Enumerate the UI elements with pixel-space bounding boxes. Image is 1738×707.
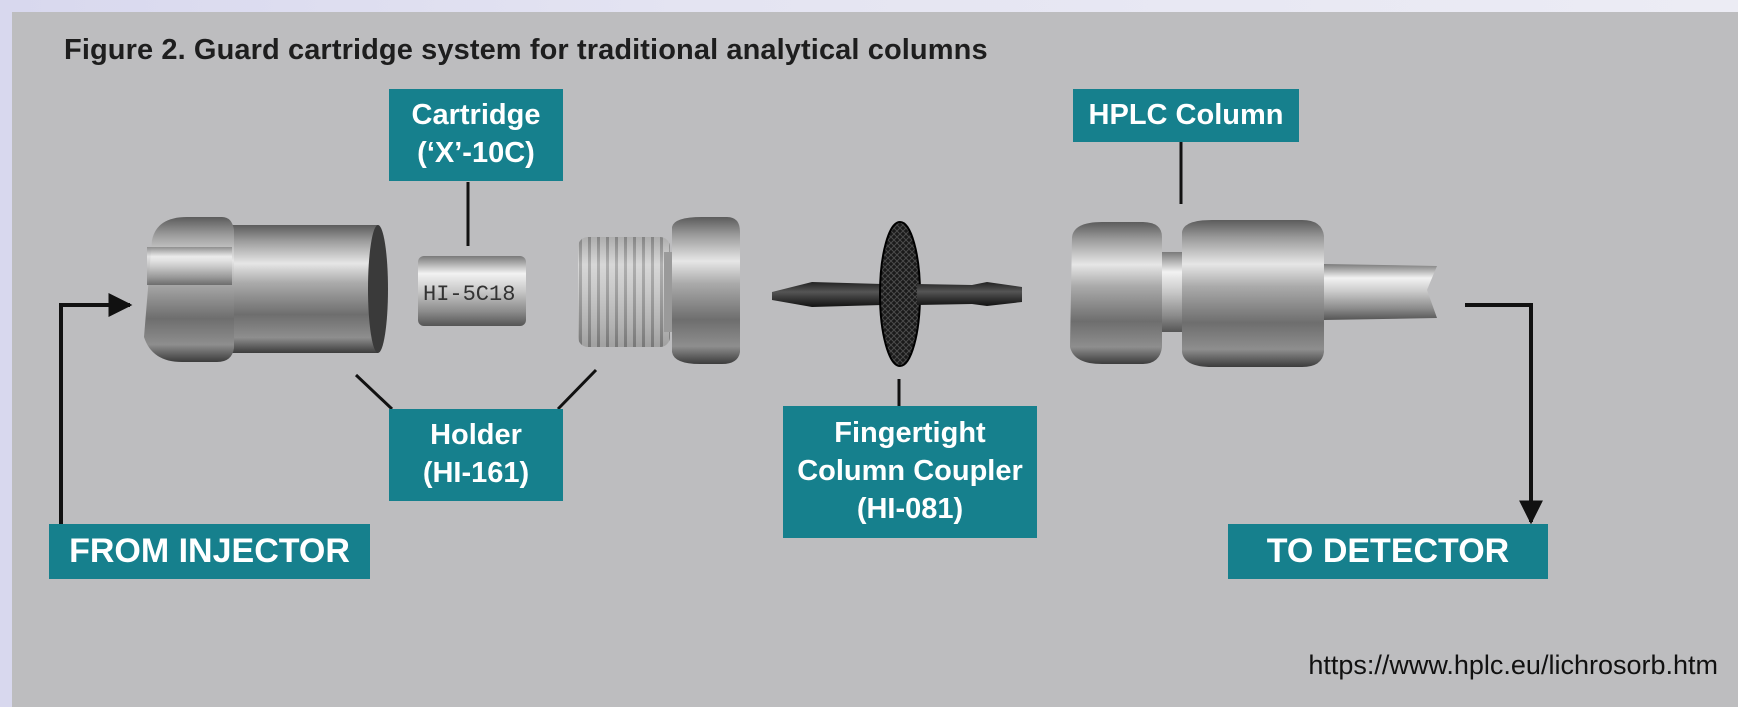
cartridge-label: Cartridge (‘X’-10C) [389, 89, 563, 181]
holder-label: Holder (HI-161) [389, 409, 563, 501]
to-detector-arrow [1465, 303, 1543, 525]
from-injector-arrow [59, 293, 133, 524]
inlet-fitting [144, 217, 388, 362]
holder-part [578, 217, 740, 364]
leader-lines [354, 142, 1183, 411]
cartridge-engraving: HI-5C18 [423, 282, 515, 307]
to-detector-label: TO DETECTOR [1228, 524, 1548, 579]
source-url: https://www.hplc.eu/lichrosorb.htm [1308, 650, 1718, 680]
figure-panel: Figure 2. Guard cartridge system for tra… [12, 12, 1738, 707]
flow-arrows [59, 293, 1543, 525]
figure-title: Figure 2. Guard cartridge system for tra… [64, 34, 988, 66]
hplc-column-label: HPLC Column [1073, 89, 1299, 142]
hplc-column-part [1070, 220, 1437, 367]
coupler-label: Fingertight Column Coupler (HI-081) [783, 406, 1037, 538]
guard-cartridge-illustration: HI-5C18 [59, 142, 1543, 525]
cartridge-part: HI-5C18 [418, 256, 526, 326]
coupler-part [772, 221, 1022, 367]
from-injector-label: FROM INJECTOR [49, 524, 370, 579]
